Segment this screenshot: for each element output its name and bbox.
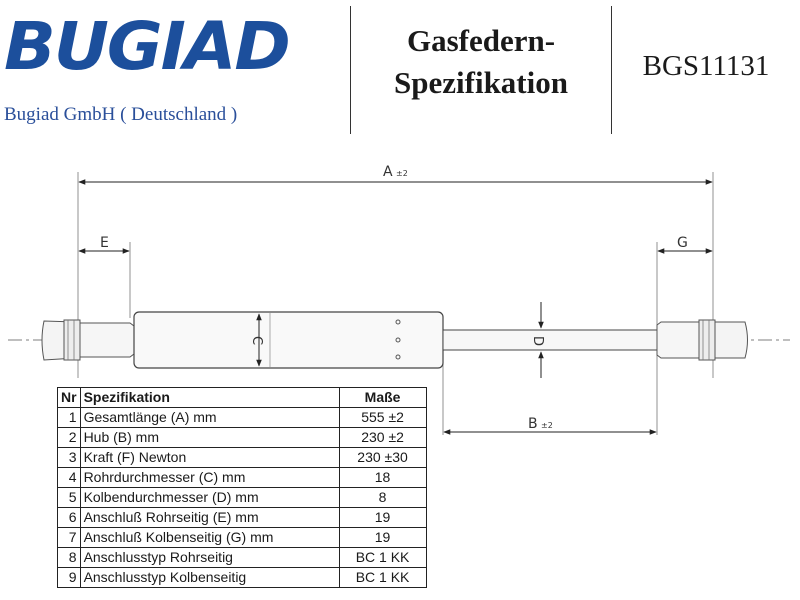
row-value: 555 ±2 [338,407,427,428]
rod-end-fitting [656,319,748,361]
row-value: 18 [338,467,427,488]
tube-marking-dot [395,319,401,325]
row-nr: 3 [57,447,81,468]
tube-marking-dot [395,337,401,343]
table-row: 9 Anschlusstyp Kolbenseitig BC 1 KK [57,567,427,588]
table-header-row: Nr Spezifikation Maße [57,387,427,408]
piston-rod [442,329,658,351]
dimension-e-label: E [100,235,109,251]
title-line-2: Spezifikation [394,65,568,100]
document-title: Gasfedern- Spezifikation [352,20,610,104]
header: BUGIAD Bugiad GmbH ( Deutschland ) Gasfe… [0,0,800,136]
company-name: Bugiad GmbH ( Deutschland ) [4,104,238,125]
dimension-b-label: B [528,416,538,432]
technical-drawing: A ±2 E G B ±2 C D [8,164,790,435]
part-number: BGS11131 [642,50,770,82]
table-row: 5 Kolbendurchmesser (D) mm 8 [57,487,427,508]
row-spec: Gesamtlänge (A) mm [79,407,340,428]
header-divider [611,6,612,134]
row-value: 230 ±2 [338,427,427,448]
table-row: 6 Anschluß Rohrseitig (E) mm 19 [57,507,427,528]
logo-wordmark: BUGIAD [4,8,291,85]
specification-table: Nr Spezifikation Maße 1 Gesamtlänge (A) … [57,387,427,588]
dimension-d-label: D [530,336,545,346]
row-nr: 2 [57,427,81,448]
row-nr: 7 [57,527,81,548]
dimension-a-tolerance: ±2 [396,169,408,178]
row-nr: 5 [57,487,81,508]
table-row: 4 Rohrdurchmesser (C) mm 18 [57,467,427,488]
gas-spring-drawing: A ±2 E G B ±2 C D [0,150,800,455]
table-row: 3 Kraft (F) Newton 230 ±30 [57,447,427,468]
title-line-1: Gasfedern- [406,23,556,58]
tube-marking-dot [395,354,401,360]
row-spec: Hub (B) mm [79,427,340,448]
dimension-b-tolerance: ±2 [541,421,553,430]
row-value: BC 1 KK [338,567,427,588]
dimension-c-label: C [249,336,264,345]
tube-end-fitting [41,319,135,361]
header-spec: Spezifikation [79,387,340,408]
row-spec: Anschlusstyp Kolbenseitig [79,567,340,588]
row-spec: Kolbendurchmesser (D) mm [79,487,340,508]
header-value: Maße [338,387,427,408]
row-spec: Rohrdurchmesser (C) mm [79,467,340,488]
row-value: 19 [338,507,427,528]
header-nr: Nr [57,387,81,408]
row-spec: Anschluß Rohrseitig (E) mm [79,507,340,528]
table-row: 7 Anschluß Kolbenseitig (G) mm 19 [57,527,427,548]
row-nr: 9 [57,567,81,588]
row-nr: 1 [57,407,81,428]
dimension-a-label: A [383,164,393,180]
row-value: 19 [338,527,427,548]
header-divider [350,6,351,134]
row-value: 8 [338,487,427,508]
dimension-g-label: G [677,235,688,251]
row-nr: 8 [57,547,81,568]
row-value: BC 1 KK [338,547,427,568]
row-value: 230 ±30 [338,447,427,468]
table-row: 2 Hub (B) mm 230 ±2 [57,427,427,448]
row-nr: 6 [57,507,81,528]
row-spec: Kraft (F) Newton [79,447,340,468]
row-spec: Anschlusstyp Rohrseitig [79,547,340,568]
brand-logo: BUGIAD [4,14,291,80]
table-row: 8 Anschlusstyp Rohrseitig BC 1 KK [57,547,427,568]
table-row: 1 Gesamtlänge (A) mm 555 ±2 [57,407,427,428]
row-nr: 4 [57,467,81,488]
row-spec: Anschluß Kolbenseitig (G) mm [79,527,340,548]
